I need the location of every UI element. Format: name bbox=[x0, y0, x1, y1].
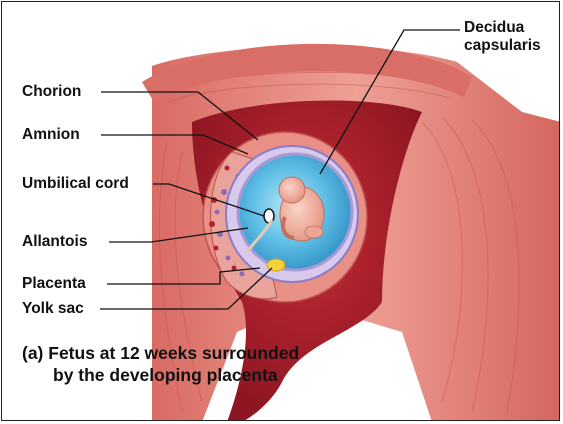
label-placenta: Placenta bbox=[22, 275, 86, 293]
caption-line2: by the developing placenta bbox=[22, 364, 299, 386]
caption-line1: (a) Fetus at 12 weeks surrounded bbox=[22, 343, 299, 363]
label-yolk-sac: Yolk sac bbox=[22, 300, 84, 318]
label-allantois: Allantois bbox=[22, 233, 87, 251]
yolk-sac bbox=[267, 259, 285, 271]
label-decidua-capsularis: Decidua capsularis bbox=[464, 19, 541, 55]
label-chorion: Chorion bbox=[22, 83, 81, 101]
label-amnion: Amnion bbox=[22, 126, 80, 144]
label-umbilical-cord: Umbilical cord bbox=[22, 175, 129, 193]
label-decidua-line1: Decidua bbox=[464, 19, 524, 36]
label-decidua-line2: capsularis bbox=[464, 37, 541, 54]
figure-caption: (a) Fetus at 12 weeks surrounded by the … bbox=[22, 342, 299, 386]
